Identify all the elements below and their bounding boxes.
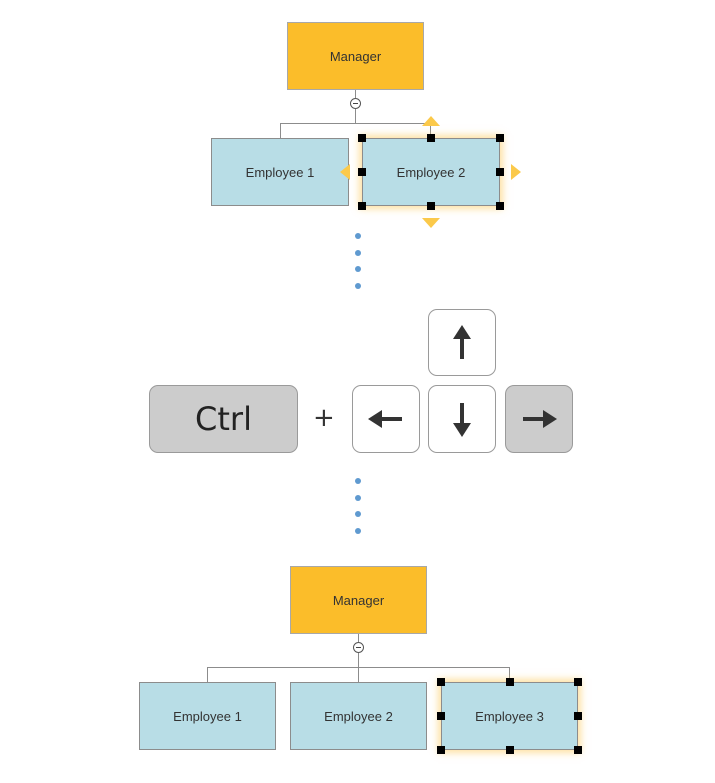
resize-handle[interactable] xyxy=(437,712,445,720)
ellipsis-dot xyxy=(355,495,361,501)
resize-handle[interactable] xyxy=(506,746,514,754)
right-arrow-key[interactable] xyxy=(505,385,573,453)
resize-handle[interactable] xyxy=(574,678,582,686)
collapse-icon[interactable] xyxy=(350,98,361,109)
connector xyxy=(355,109,356,123)
resize-handle[interactable] xyxy=(437,678,445,686)
down-arrow-key[interactable] xyxy=(428,385,496,453)
connector xyxy=(358,653,359,667)
employee-label: Employee 1 xyxy=(173,708,242,724)
left-arrow-key[interactable] xyxy=(352,385,420,453)
ellipsis-dot xyxy=(355,511,361,517)
right-arrow-icon xyxy=(523,410,557,428)
resize-handle[interactable] xyxy=(358,134,366,142)
employee-label: Employee 3 xyxy=(475,708,544,724)
move-right-icon[interactable] xyxy=(511,164,521,180)
manager-node[interactable]: Manager xyxy=(287,22,424,90)
connector xyxy=(355,90,356,98)
up-arrow-icon xyxy=(453,324,471,359)
resize-handle[interactable] xyxy=(496,168,504,176)
resize-handle[interactable] xyxy=(574,746,582,754)
connector xyxy=(207,667,208,682)
connector xyxy=(358,634,359,642)
resize-handle[interactable] xyxy=(358,168,366,176)
ellipsis-dot xyxy=(355,233,361,239)
connector xyxy=(280,123,281,138)
ellipsis-dot xyxy=(355,283,361,289)
manager-label: Manager xyxy=(329,48,382,64)
up-arrow-key[interactable] xyxy=(428,309,496,376)
ellipsis-dot xyxy=(355,266,361,272)
resize-handle[interactable] xyxy=(427,202,435,210)
connector xyxy=(358,667,359,682)
move-up-icon[interactable] xyxy=(422,116,440,126)
manager-label: Manager xyxy=(332,592,385,608)
employee-node[interactable]: Employee 2 xyxy=(290,682,427,750)
move-left-icon[interactable] xyxy=(340,164,350,180)
left-arrow-icon xyxy=(368,410,402,428)
down-arrow-icon xyxy=(453,403,471,437)
move-down-icon[interactable] xyxy=(422,218,440,228)
ellipsis-dot xyxy=(355,250,361,256)
employee-node-selected[interactable]: Employee 2 xyxy=(362,138,500,206)
employee-node[interactable]: Employee 1 xyxy=(139,682,276,750)
ellipsis-dot xyxy=(355,478,361,484)
connector xyxy=(509,667,510,682)
connector xyxy=(280,123,431,124)
resize-handle[interactable] xyxy=(574,712,582,720)
employee-label: Employee 2 xyxy=(324,708,393,724)
resize-handle[interactable] xyxy=(427,134,435,142)
resize-handle[interactable] xyxy=(437,746,445,754)
resize-handle[interactable] xyxy=(496,202,504,210)
manager-node[interactable]: Manager xyxy=(290,566,427,634)
ctrl-key-label: Ctrl xyxy=(195,400,252,438)
resize-handle[interactable] xyxy=(496,134,504,142)
connector xyxy=(430,123,431,138)
ctrl-key[interactable]: Ctrl xyxy=(149,385,298,453)
ellipsis-dot xyxy=(355,528,361,534)
employee-label: Employee 1 xyxy=(245,164,315,180)
employee-node-selected[interactable]: Employee 3 xyxy=(441,682,578,750)
resize-handle[interactable] xyxy=(506,678,514,686)
employee-label: Employee 2 xyxy=(396,164,466,180)
resize-handle[interactable] xyxy=(358,202,366,210)
employee-node[interactable]: Employee 1 xyxy=(211,138,349,206)
plus-sign: + xyxy=(313,403,335,433)
collapse-icon[interactable] xyxy=(353,642,364,653)
